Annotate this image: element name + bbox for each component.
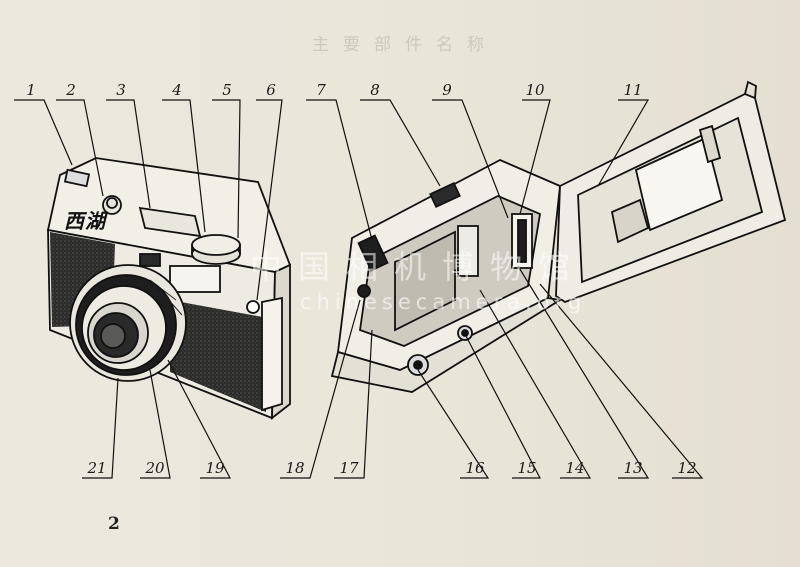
- page-number: 2: [108, 514, 120, 534]
- callout-label: 19: [205, 459, 225, 477]
- camera-brand-logo: 西湖: [64, 209, 106, 233]
- callout-label: 21: [87, 459, 107, 477]
- callout-label: 9: [442, 81, 452, 99]
- callout-label: 18: [285, 459, 305, 477]
- callout-label: 17: [339, 459, 359, 477]
- callout-label: 2: [66, 81, 76, 99]
- watermark-url: chinesecamera.org: [300, 290, 587, 314]
- callout-label: 15: [517, 459, 537, 477]
- callout-label: 8: [370, 81, 380, 99]
- callout-label: 7: [316, 81, 326, 99]
- callout-label: 14: [565, 459, 585, 477]
- camera-front-illustration: [46, 157, 292, 420]
- callout-label: 12: [677, 459, 697, 477]
- callout-label: 11: [623, 81, 643, 99]
- callout-label: 16: [465, 459, 485, 477]
- callout-label: 4: [172, 81, 182, 99]
- camera-back-illustration: [330, 80, 787, 393]
- callout-label: 13: [623, 459, 643, 477]
- callout-label: 5: [222, 81, 232, 99]
- leader-lines: [14, 99, 704, 479]
- callout-label: 3: [116, 81, 126, 99]
- callout-label: 1: [26, 81, 36, 99]
- callout-label: 10: [525, 81, 545, 99]
- page-title: 主要部件名称: [312, 35, 498, 55]
- callout-label: 20: [145, 459, 165, 477]
- watermark-site-name: 中国相机博物馆: [250, 248, 587, 286]
- callout-label: 6: [266, 81, 276, 99]
